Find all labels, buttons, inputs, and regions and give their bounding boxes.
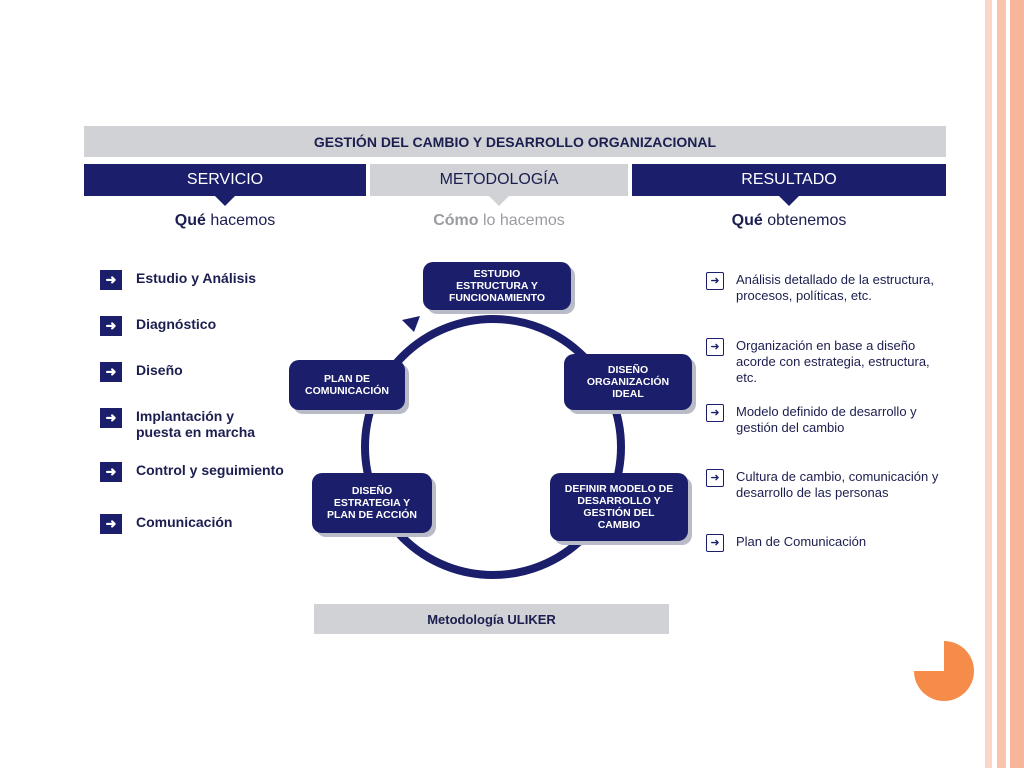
subtitle-resultado: Qué obtenemos	[632, 212, 946, 230]
service-item: ➜ Diagnóstico	[100, 316, 216, 336]
result-label: Cultura de cambio, comunicación y desarr…	[736, 469, 939, 500]
cycle-node-label: DEFINIR MODELO DE DESARROLLO Y GESTIÓN D…	[564, 483, 674, 531]
arrow-right-icon: ➜	[100, 462, 122, 482]
methodology-footer: Metodología ULIKER	[314, 604, 669, 634]
column-header-metodologia: METODOLOGÍA	[370, 164, 628, 206]
service-item: ➜ Implantación y puesta en marcha	[100, 408, 270, 440]
decor-stripe	[1010, 0, 1024, 768]
arrow-right-outline-icon: ➜	[706, 338, 724, 356]
result-label: Modelo definido de desarrollo y gestión …	[736, 404, 917, 435]
decor-stripe	[993, 0, 997, 768]
cycle-node-plan-comunicacion: PLAN DE COMUNICACIÓN	[289, 360, 405, 410]
arrow-right-icon: ➜	[100, 270, 122, 290]
service-label: Diseño	[136, 362, 183, 378]
notch-marker	[489, 196, 509, 206]
service-label: Implantación y puesta en marcha	[136, 408, 256, 440]
service-item: ➜ Comunicación	[100, 514, 232, 534]
arrow-right-icon: ➜	[100, 408, 122, 428]
service-item: ➜ Control y seguimiento	[100, 462, 284, 482]
service-label: Comunicación	[136, 514, 233, 530]
result-item: ➜ Análisis detallado de la estructura, pr…	[706, 272, 952, 304]
decor-stripe	[985, 0, 992, 768]
arrow-right-outline-icon: ➜	[706, 534, 724, 552]
cycle-node-label: DISEÑO ORGANIZACIÓN IDEAL	[586, 364, 670, 400]
column-header-label: SERVICIO	[186, 171, 264, 188]
cycle-node-label: PLAN DE COMUNICACIÓN	[305, 373, 389, 397]
orange-circle-icon	[914, 641, 974, 701]
service-label: Diagnóstico	[136, 316, 217, 332]
arrow-right-icon: ➜	[100, 316, 122, 336]
arrow-right-outline-icon: ➜	[706, 272, 724, 290]
arrow-right-icon: ➜	[100, 362, 122, 382]
result-item: ➜ Cultura de cambio, comunicación y desar…	[706, 469, 952, 501]
arrow-right-icon: ➜	[100, 514, 122, 534]
cycle-node-label: ESTUDIO ESTRUCTURA Y FUNCIONAMIENTO	[448, 268, 546, 304]
cycle-node-estudio: ESTUDIO ESTRUCTURA Y FUNCIONAMIENTO	[423, 262, 571, 310]
result-label: Análisis detallado de la estructura, pro…	[736, 272, 935, 303]
column-header-servicio: SERVICIO	[84, 164, 366, 206]
subtitle-bold: Qué	[731, 212, 763, 229]
service-label: Control y seguimiento	[136, 462, 284, 478]
subtitle-rest: lo hacemos	[478, 212, 565, 229]
service-label: Estudio y Análisis	[136, 270, 257, 286]
subtitle-metodologia: Cómo lo hacemos	[370, 212, 628, 230]
cycle-node-definir-modelo: DEFINIR MODELO DE DESARROLLO Y GESTIÓN D…	[550, 473, 688, 541]
cycle-arrow-icon	[402, 316, 420, 332]
service-item: ➜ Diseño	[100, 362, 183, 382]
service-item: ➜ Estudio y Análisis	[100, 270, 256, 290]
column-header-resultado: RESULTADO	[632, 164, 946, 206]
notch-marker	[779, 196, 799, 206]
result-item: ➜ Organización en base a diseño acorde co…	[706, 338, 952, 386]
subtitle-servicio: Qué hacemos	[84, 212, 366, 230]
notch-marker	[215, 196, 235, 206]
subtitle-bold: Qué	[174, 212, 206, 229]
column-header-label: METODOLOGÍA	[439, 171, 559, 188]
column-header-label: RESULTADO	[741, 171, 837, 188]
diagram-title: GESTIÓN DEL CAMBIO Y DESARROLLO ORGANIZA…	[84, 126, 946, 157]
subtitle-bold: Cómo	[433, 212, 479, 229]
result-label: Organización en base a diseño acorde con…	[736, 338, 930, 385]
cycle-node-diseno-ideal: DISEÑO ORGANIZACIÓN IDEAL	[564, 354, 692, 410]
decor-stripe	[997, 0, 1006, 768]
arrow-right-outline-icon: ➜	[706, 469, 724, 487]
subtitle-rest: obtenemos	[762, 212, 847, 229]
result-label: Plan de Comunicación	[736, 534, 867, 549]
decor-stripe	[1006, 0, 1010, 768]
cycle-node-estrategia: DISEÑO ESTRATEGIA Y PLAN DE ACCIÓN	[312, 473, 432, 533]
result-item: ➜ Plan de Comunicación	[706, 534, 952, 552]
subtitle-rest: hacemos	[205, 212, 276, 229]
cycle-node-label: DISEÑO ESTRATEGIA Y PLAN DE ACCIÓN	[326, 485, 418, 521]
arrow-right-outline-icon: ➜	[706, 404, 724, 422]
result-item: ➜ Modelo definido de desarrollo y gestión…	[706, 404, 952, 436]
